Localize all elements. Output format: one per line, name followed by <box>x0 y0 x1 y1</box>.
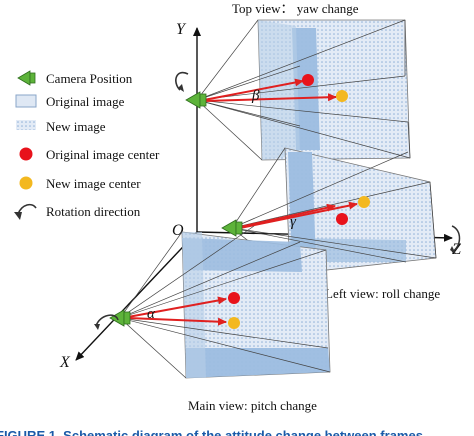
z-axis-label: Z <box>452 241 462 258</box>
legend-original-image-label: Original image <box>46 94 125 109</box>
legend-new-center-icon <box>19 176 33 190</box>
legend: Camera Position Original image New image… <box>14 70 160 220</box>
left-original-strip <box>288 152 316 262</box>
legend-original-center-label: Original image center <box>46 147 160 162</box>
left-camera-icon <box>221 219 243 237</box>
left-view-label: Left view: roll change <box>325 286 440 301</box>
top-camera-icon <box>185 91 207 109</box>
legend-camera-icon <box>17 70 36 86</box>
main-original-bottom-band <box>186 348 330 378</box>
top-view-label: Top view： yaw change <box>232 1 359 16</box>
main-original-center-marker <box>228 292 240 304</box>
legend-rotation-label: Rotation direction <box>46 204 141 219</box>
legend-original-image-swatch <box>15 94 37 108</box>
main-view-frustum <box>119 225 331 379</box>
roll-angle-label: γ <box>290 214 297 230</box>
legend-original-center-icon <box>19 147 33 161</box>
legend-camera-label: Camera Position <box>46 71 133 86</box>
left-arrow-original <box>239 203 336 228</box>
top-new-center-marker <box>336 90 348 102</box>
pitch-angle-label: α <box>147 306 156 322</box>
left-new-center-marker <box>358 196 370 208</box>
main-camera-icon <box>109 309 131 327</box>
figure-caption: FIGURE 1. Schematic diagram of the attit… <box>0 428 427 436</box>
legend-new-image-swatch <box>16 120 36 130</box>
legend-new-center-label: New image center <box>46 176 141 191</box>
main-arrow-new <box>127 317 227 326</box>
main-arrow-original <box>127 296 227 318</box>
left-rotation-arrow-icon <box>451 225 461 253</box>
legend-new-image-label: New image <box>46 119 106 134</box>
top-view-frustum <box>196 19 411 161</box>
y-axis-label: Y <box>176 21 187 38</box>
top-arrow-new <box>203 93 337 102</box>
left-view-frustum <box>231 147 437 275</box>
main-original-top-band <box>182 238 302 272</box>
top-original-strip <box>292 28 320 150</box>
left-arrow-new <box>239 201 358 229</box>
main-view-label: Main view: pitch change <box>188 398 317 413</box>
top-original-center-marker <box>302 74 314 86</box>
origin-label: O <box>172 222 184 239</box>
main-new-center-marker <box>228 317 240 329</box>
left-original-center-marker <box>336 213 348 225</box>
main-rotation-arrow-icon <box>95 314 119 327</box>
yaw-angle-label: β <box>251 88 260 104</box>
top-arrow-original <box>203 78 304 101</box>
x-axis-label: X <box>59 354 71 371</box>
legend-rotation-icon <box>17 203 37 215</box>
